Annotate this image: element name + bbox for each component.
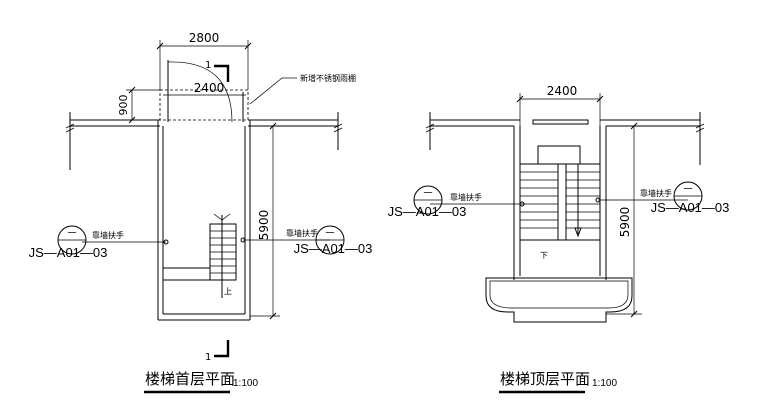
balcony xyxy=(485,277,633,323)
handrail-left-ref-top: 一 xyxy=(67,229,76,239)
handrail-right-note: 靠墙扶手 xyxy=(286,228,318,238)
dim-900: 900 xyxy=(117,86,160,124)
right-plan-title: 楼梯顶层平面 1:100 xyxy=(499,370,617,394)
dim-5900-left-label: 5900 xyxy=(257,210,271,241)
dim-2800: 2800 xyxy=(156,31,252,90)
up-label: 上 xyxy=(224,287,232,296)
down-label: 下 xyxy=(540,251,548,260)
left-title-text: 楼梯首层平面 xyxy=(145,370,235,388)
dim-5900-right: 5900 xyxy=(606,122,642,318)
handrail-callout-left: 靠墙扶手 一 JS—A01—03 xyxy=(29,225,169,260)
dim-2400-right-label: 2400 xyxy=(547,84,578,98)
dim-5900-right-label: 5900 xyxy=(618,207,632,238)
left-stair-plan: 2800 2400 900 1 xyxy=(29,31,373,394)
section-mark-bottom: 1 xyxy=(205,340,230,363)
right-title-text: 楼梯顶层平面 xyxy=(500,370,590,388)
right-handrail-left-ref-code: JS—A01—03 xyxy=(388,204,467,219)
dim-2400-left: 2400 xyxy=(163,81,246,96)
section-mark-bottom-label: 1 xyxy=(205,352,211,363)
right-walls xyxy=(425,112,705,280)
canopy-note-label: 新增不锈钢雨棚 xyxy=(300,73,356,83)
right-handrail-right-ref-top: 一 xyxy=(683,185,692,195)
handrail-right-ref-top: 一 xyxy=(325,229,334,239)
left-stair-flight: 上 xyxy=(163,213,237,298)
right-handrail-callout-right: 靠墙扶手 一 JS—A01—03 xyxy=(595,181,730,215)
right-scale-text: 1:100 xyxy=(592,378,617,389)
left-walls xyxy=(65,112,343,321)
dim-900-label: 900 xyxy=(117,95,130,116)
dim-2400-left-label: 2400 xyxy=(194,81,225,95)
canopy-note: 新增不锈钢雨棚 xyxy=(249,73,356,105)
handrail-callout-right: 靠墙扶手 一 JS—A01—03 xyxy=(240,225,373,256)
handrail-left-note: 靠墙扶手 xyxy=(92,230,124,240)
canopy-outline xyxy=(159,89,249,121)
left-scale-text: 1:100 xyxy=(233,378,258,389)
left-plan-title: 楼梯首层平面 1:100 xyxy=(144,370,258,394)
dim-5900-left: 5900 xyxy=(250,122,280,320)
right-handrail-right-note: 靠墙扶手 xyxy=(640,188,672,198)
section-mark-top: 1 xyxy=(205,60,230,82)
right-handrail-left-note: 靠墙扶手 xyxy=(450,192,482,202)
right-handrail-right-ref-code: JS—A01—03 xyxy=(651,200,730,215)
right-stair-plan: 2400 xyxy=(388,84,730,394)
dim-2800-label: 2800 xyxy=(189,31,220,45)
section-mark-top-label: 1 xyxy=(205,60,211,71)
handrail-left-ref-code: JS—A01—03 xyxy=(29,245,108,260)
right-handrail-left-ref-top: 一 xyxy=(423,189,432,199)
right-handrail-callout-left: 靠墙扶手 一 JS—A01—03 xyxy=(388,185,525,219)
door-swing xyxy=(167,60,244,123)
handrail-right-ref-code: JS—A01—03 xyxy=(294,241,373,256)
right-stair-flights: 下 xyxy=(520,145,600,260)
